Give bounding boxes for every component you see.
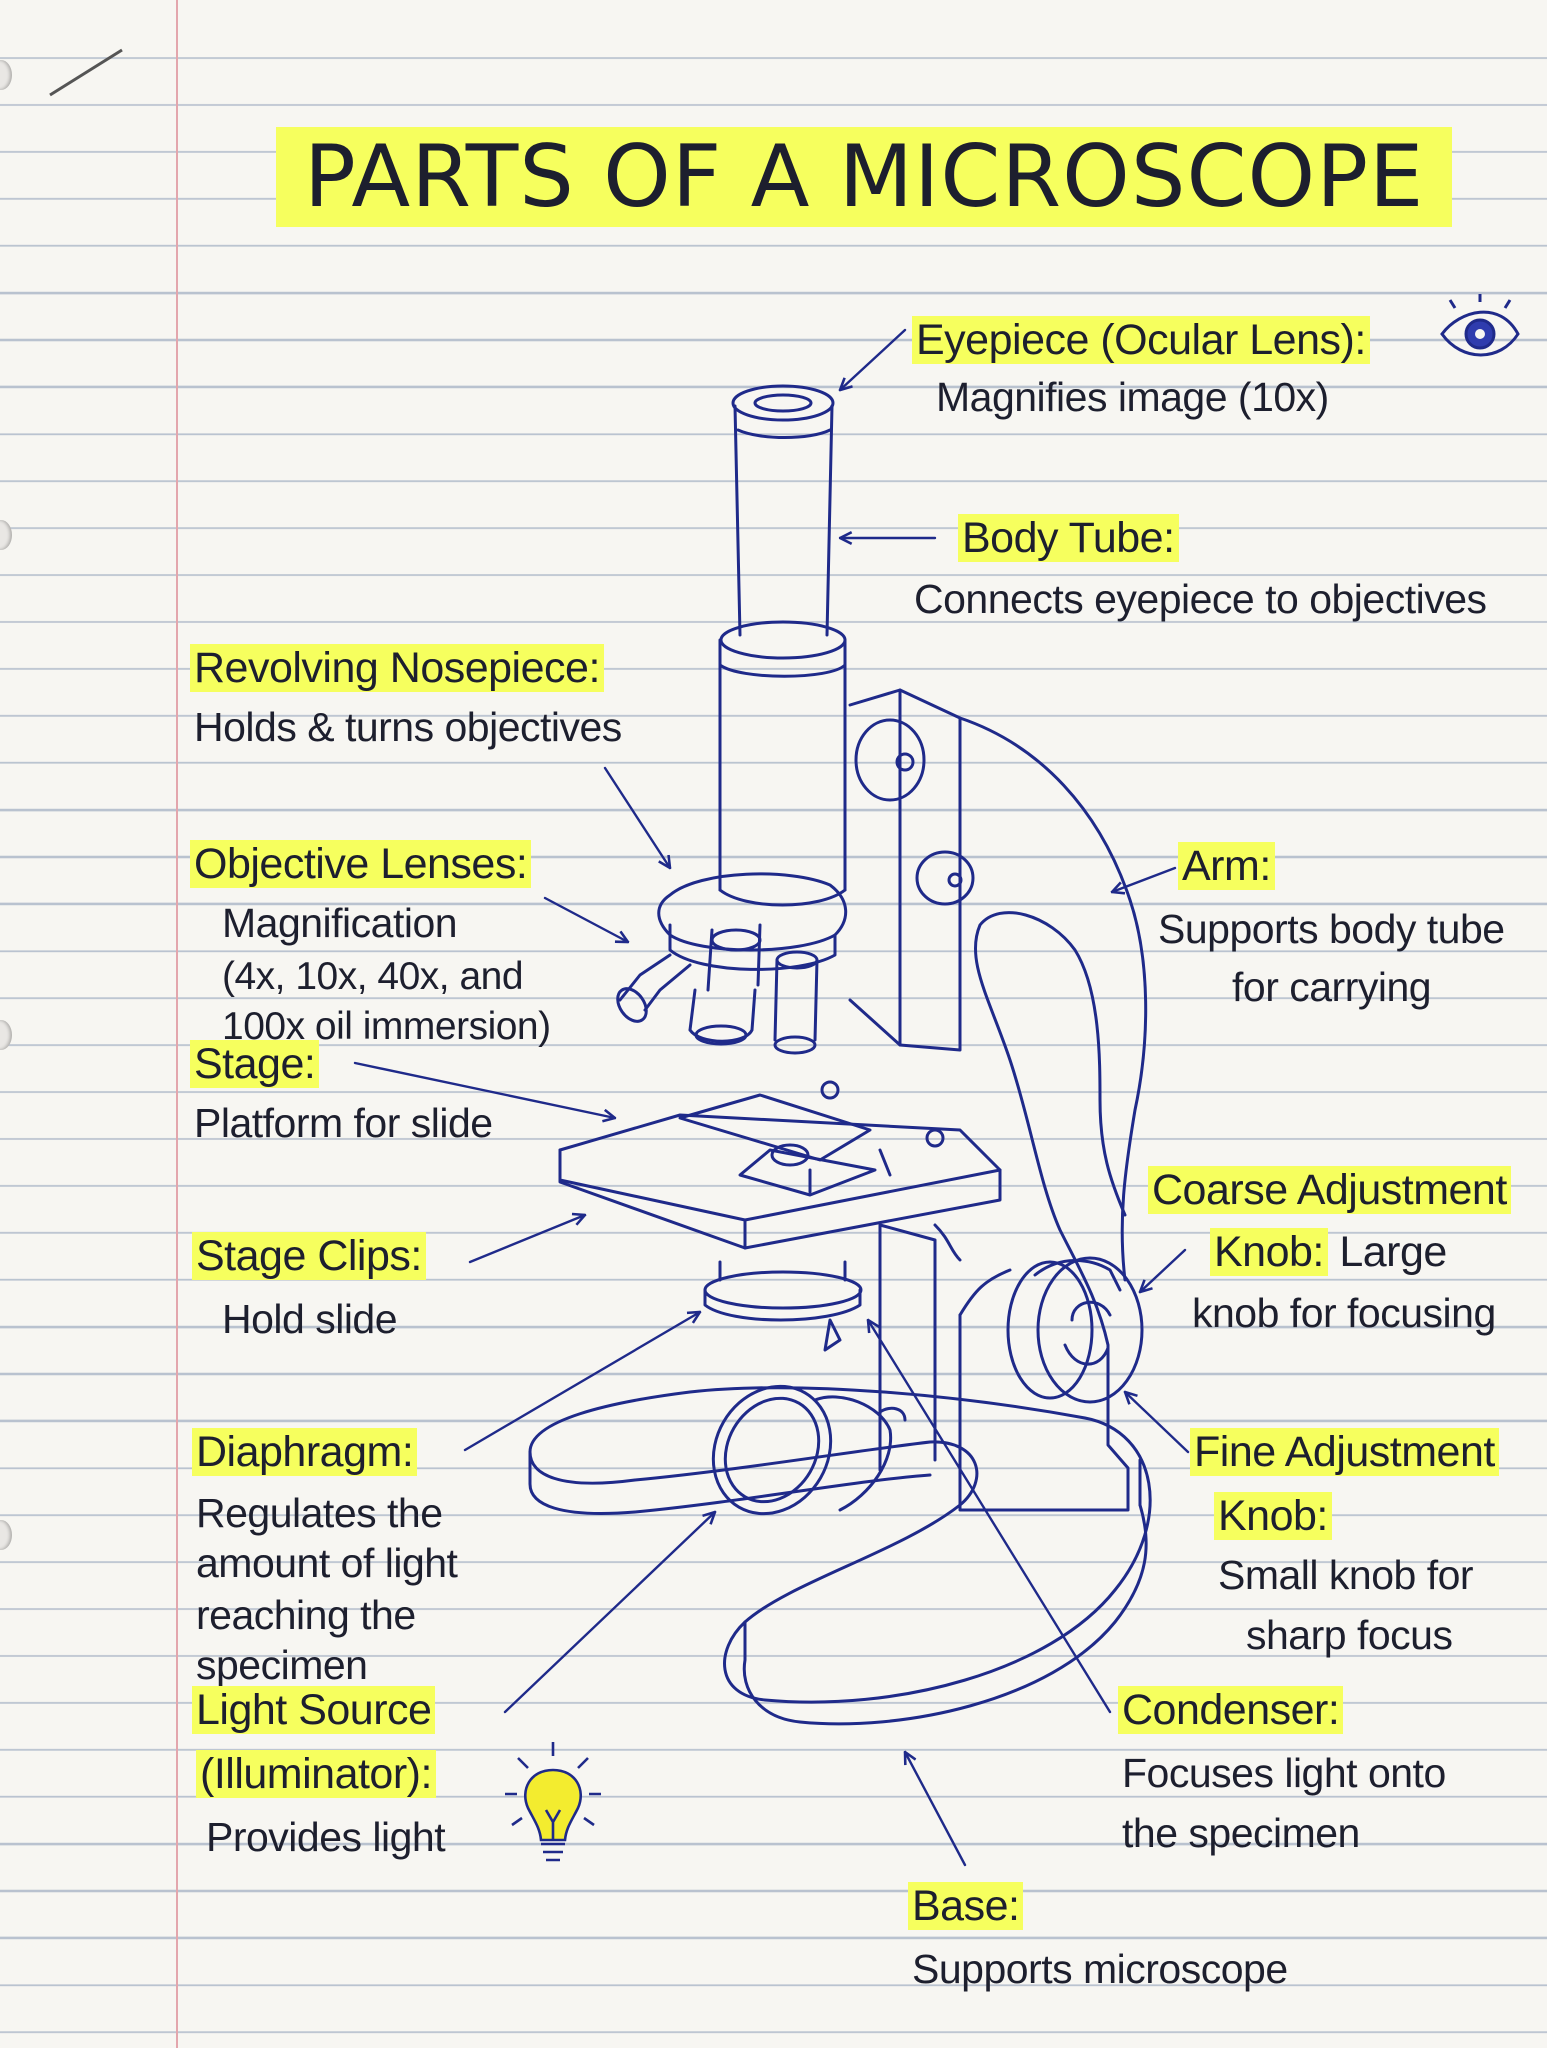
arm-name: Arm:	[1178, 842, 1275, 890]
label-objectives: Objective Lenses:	[190, 836, 532, 892]
label-base: Base:	[908, 1878, 1024, 1934]
base-name: Base:	[908, 1882, 1024, 1930]
arrow-objectives	[543, 896, 628, 942]
arm	[958, 911, 1130, 1512]
arrow-light-source	[503, 1512, 715, 1714]
arrow-arm	[1112, 866, 1177, 892]
body-tube-name: Body Tube:	[958, 514, 1179, 562]
arrow-fine-knob	[1125, 1392, 1190, 1454]
focus-block	[848, 688, 962, 1052]
arrow-nosepiece	[603, 766, 670, 868]
coarse-knob-name-2: Knob:	[1210, 1228, 1328, 1276]
desc-objectives-2: (4x, 10x, 40x, and	[222, 955, 524, 998]
upper-knob	[854, 718, 926, 802]
fine-knob-name-2: Knob:	[1214, 1492, 1332, 1540]
pillar	[878, 1223, 937, 1472]
desc-body-tube: Connects eyepiece to objectives	[914, 576, 1487, 622]
objective-lenses	[616, 923, 819, 1055]
label-stage: Stage:	[190, 1036, 320, 1092]
label-light-source-2: (Illuminator):	[196, 1746, 436, 1802]
desc-diaphragm-4: specimen	[196, 1642, 368, 1688]
base	[528, 1386, 1152, 1704]
label-coarse-knob-2: Knob: Large	[1210, 1224, 1447, 1280]
desc-diaphragm-2: amount of light	[196, 1540, 458, 1586]
binder-hole	[0, 60, 12, 90]
label-fine-knob-1: Fine Adjustment	[1190, 1424, 1499, 1480]
arrow-base	[905, 1752, 967, 1867]
desc-objectives-1: Magnification	[222, 900, 458, 946]
arrow-diaphragm	[463, 1312, 700, 1452]
desc-eyepiece: Magnifies image (10x)	[936, 374, 1329, 420]
desc-nosepiece: Holds & turns objectives	[194, 704, 622, 750]
eye-icon	[1440, 294, 1520, 357]
label-fine-knob-2: Knob:	[1214, 1488, 1332, 1544]
stage	[558, 1080, 1002, 1250]
arrow-eyepiece	[840, 328, 907, 390]
coarse-knob-desc-1: Large	[1339, 1228, 1447, 1276]
page-title: PARTS OF A MICROSCOPE	[276, 122, 1453, 232]
label-eyepiece: Eyepiece (Ocular Lens):	[912, 312, 1370, 368]
eyepiece-name: Eyepiece (Ocular Lens):	[912, 316, 1370, 364]
nosepiece-name: Revolving Nosepiece:	[190, 644, 604, 692]
revolving-nosepiece	[657, 872, 848, 952]
label-arm: Arm:	[1178, 838, 1275, 894]
condenser-name: Condenser:	[1118, 1686, 1344, 1734]
light-source-name-1: Light Source	[192, 1686, 436, 1734]
light-source-name-2: (Illuminator):	[196, 1750, 436, 1798]
staple-mark	[49, 48, 123, 97]
binder-hole	[0, 520, 12, 550]
arrow-coarse-knob	[1140, 1248, 1187, 1292]
desc-condenser-2: the specimen	[1122, 1810, 1360, 1856]
desc-arm-1: Supports body tube	[1158, 906, 1505, 952]
objectives-name: Objective Lenses:	[190, 840, 532, 888]
arrow-stage-clips	[468, 1215, 585, 1264]
desc-condenser-1: Focuses light onto	[1122, 1750, 1446, 1796]
coarse-knob-name-1: Coarse Adjustment	[1148, 1166, 1511, 1214]
lightbulb-icon	[505, 1742, 601, 1862]
label-body-tube: Body Tube:	[958, 510, 1179, 566]
desc-light-source: Provides light	[206, 1814, 446, 1860]
arrow-stage	[353, 1061, 615, 1118]
pointer-arrows	[353, 328, 1190, 1867]
desc-coarse-knob: knob for focusing	[1192, 1290, 1496, 1336]
label-light-source-1: Light Source	[192, 1682, 436, 1738]
label-diaphragm: Diaphragm:	[192, 1424, 418, 1480]
stage-clips-name: Stage Clips:	[192, 1232, 426, 1280]
desc-diaphragm-1: Regulates the	[196, 1490, 443, 1536]
title-text: PARTS OF A MICROSCOPE	[276, 127, 1453, 227]
desc-base: Supports microscope	[912, 1946, 1288, 1992]
label-stage-clips: Stage Clips:	[192, 1228, 426, 1284]
desc-fine-knob-1: Small knob for	[1218, 1552, 1474, 1598]
microscope	[528, 384, 1152, 1726]
arrow-condenser	[868, 1320, 1112, 1714]
desc-fine-knob-2: sharp focus	[1246, 1612, 1453, 1658]
body-tube	[718, 663, 847, 892]
fine-knob-name-1: Fine Adjustment	[1190, 1428, 1499, 1476]
label-coarse-knob-1: Coarse Adjustment	[1148, 1162, 1511, 1218]
label-condenser: Condenser:	[1118, 1682, 1344, 1738]
coarse-knob	[1006, 1256, 1144, 1404]
desc-arm-2: for carrying	[1232, 964, 1432, 1010]
desc-stage-clips: Hold slide	[222, 1296, 398, 1342]
desc-diaphragm-3: reaching the	[196, 1592, 416, 1638]
eyepiece-top	[731, 384, 835, 422]
fine-knob-small	[915, 850, 975, 906]
illuminator	[711, 1384, 907, 1516]
binder-hole	[0, 1520, 12, 1550]
binder-hole	[0, 1020, 12, 1050]
desc-stage: Platform for slide	[194, 1100, 493, 1146]
condenser-diaphragm	[703, 1260, 863, 1352]
label-nosepiece: Revolving Nosepiece:	[190, 640, 604, 696]
stage-name: Stage:	[190, 1040, 320, 1088]
margin-line	[176, 0, 178, 2048]
eyepiece-tube	[733, 404, 834, 637]
diaphragm-name: Diaphragm:	[192, 1428, 418, 1476]
